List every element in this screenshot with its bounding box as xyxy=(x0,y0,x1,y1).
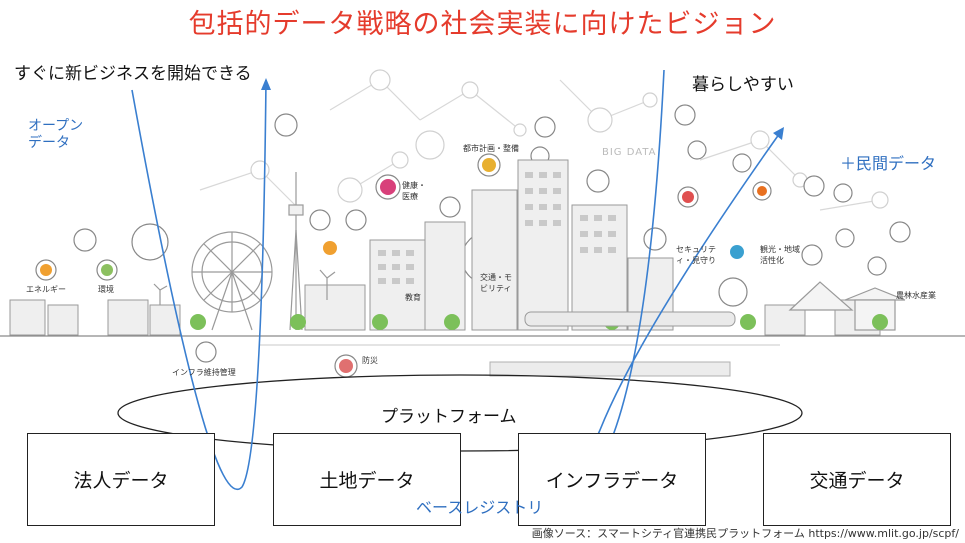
land-data-box: 土地データ xyxy=(273,433,461,526)
big-data-label: BIG DATA xyxy=(602,147,657,158)
infra-maintenance-label: インフラ維持管理 xyxy=(172,368,236,377)
corporate-data-box: 法人データ xyxy=(27,433,215,526)
base-registry-label: ベースレジストリ xyxy=(416,498,544,517)
environment-label: 環境 xyxy=(98,285,114,294)
disaster-label: 防災 xyxy=(362,356,378,365)
security-label: セキュリティ・見守り xyxy=(676,245,716,265)
private-data-label: ＋民間データ xyxy=(840,154,937,173)
tourism-label: 観光・地域活性化 xyxy=(760,245,800,265)
urban-planning-label: 都市計画・整備 xyxy=(463,144,519,153)
agriculture-label: 農林水産業 xyxy=(896,291,936,300)
open-data-label: オープン データ xyxy=(28,118,84,151)
education-label: 教育 xyxy=(405,293,421,302)
image-source-caption: 画像ソース：スマートシティ官連携民プラットフォーム https://www.ml… xyxy=(531,527,959,540)
livable-label: 暮らしやすい xyxy=(692,75,794,95)
energy-label: エネルギー xyxy=(26,285,66,294)
diagram-title: 包括的データ戦略の社会実装に向けたビジョン xyxy=(188,9,777,40)
new-business-label: すぐに新ビジネスを開始できる xyxy=(14,64,252,84)
transport-data-box: 交通データ xyxy=(763,433,951,526)
infrastructure-data-box: インフラデータ xyxy=(518,433,706,526)
platform-label: プラットフォーム xyxy=(381,407,517,427)
transport-label: 交通・モビリティ xyxy=(480,273,512,293)
health-label: 健康・医療 xyxy=(402,181,426,201)
